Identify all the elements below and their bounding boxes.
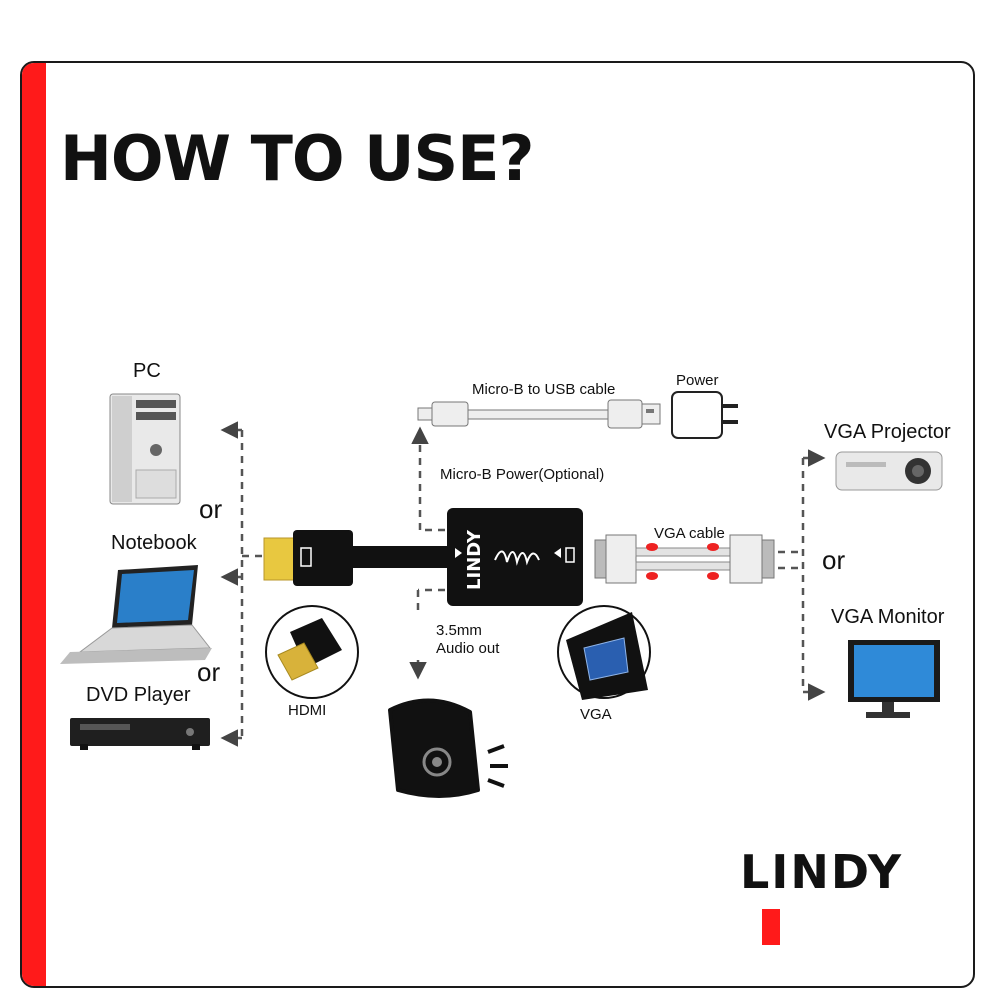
pc-label: PC: [133, 360, 161, 382]
vga-label: VGA: [580, 706, 612, 723]
micro-b-usb-cable-label: Micro-B to USB cable: [472, 381, 616, 398]
audio-connection-line: [409, 588, 445, 680]
vga-projector-label: VGA Projector: [824, 421, 951, 443]
vga-projector-icon: [835, 451, 943, 491]
pc-icon: [109, 393, 181, 505]
converter-device: [447, 508, 583, 606]
vga-closeup-icon: [557, 605, 651, 700]
lindy-logo: LINDY: [740, 845, 904, 899]
audio-label-line2: Audio out: [436, 640, 500, 657]
or-label-3: or: [822, 545, 846, 575]
power-adapter-icon: [671, 391, 738, 439]
or-label-1: or: [199, 494, 223, 524]
device-brand-text: LINDY: [464, 529, 485, 590]
speaker-icon: [388, 698, 508, 798]
notebook-label: Notebook: [111, 532, 197, 554]
hdmi-cable: [263, 530, 449, 586]
micro-b-usb-cable: [417, 399, 661, 429]
hdmi-label: HDMI: [288, 702, 327, 719]
vga-cable-label: VGA cable: [654, 525, 725, 542]
source-connection-lines: [220, 421, 262, 747]
vga-monitor-label: VGA Monitor: [831, 606, 945, 628]
hdmi-closeup-icon: [265, 605, 359, 699]
audio-label-line1: 3.5mm: [436, 622, 482, 639]
power-connection-line: [411, 426, 445, 532]
logo-red-block: [762, 909, 780, 945]
output-connection-lines: [778, 449, 826, 701]
dvd-player-label: DVD Player: [86, 684, 191, 706]
red-accent-bar: [22, 63, 46, 986]
vga-monitor-icon: [848, 640, 940, 718]
notebook-icon: [60, 565, 212, 664]
micro-b-power-label: Micro-B Power(Optional): [440, 466, 605, 483]
power-label: Power: [676, 372, 719, 389]
page-title: HOW TO USE?: [60, 122, 534, 195]
vga-cable: [594, 534, 775, 584]
dvd-player-icon: [70, 718, 210, 750]
or-label-2: or: [197, 657, 221, 687]
